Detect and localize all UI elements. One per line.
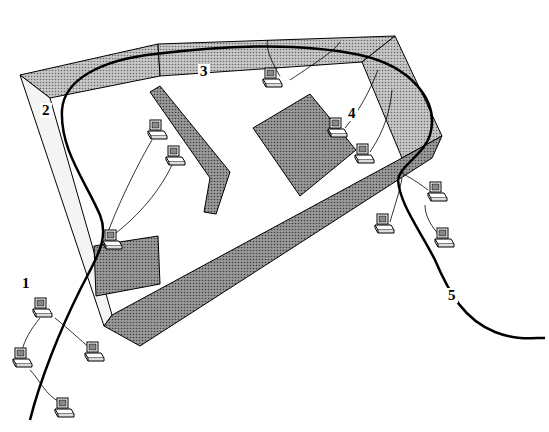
cable xyxy=(30,47,545,420)
partition xyxy=(253,94,356,196)
wires xyxy=(22,40,440,402)
callout-number: 2 xyxy=(40,103,52,118)
wall xyxy=(362,36,442,158)
callout-number: 4 xyxy=(346,106,358,121)
callout-number: 1 xyxy=(20,276,32,291)
computers xyxy=(13,68,454,417)
callout-number: 5 xyxy=(446,288,458,303)
callout-number: 3 xyxy=(198,64,210,79)
partition xyxy=(150,86,230,214)
